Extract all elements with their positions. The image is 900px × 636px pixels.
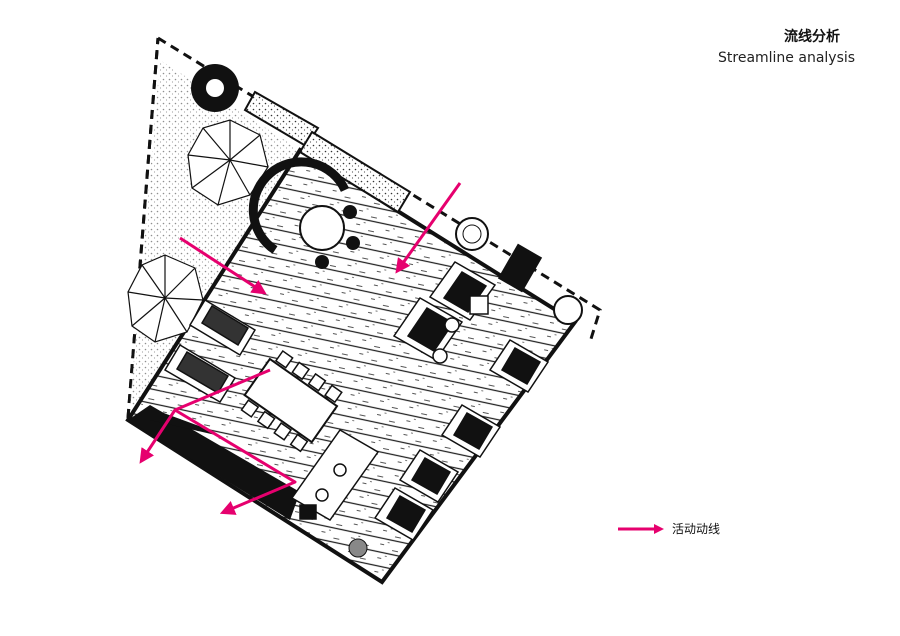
page-title-chinese: 流线分析 bbox=[784, 29, 840, 45]
legend: 活动动线 bbox=[618, 520, 720, 537]
dining-table bbox=[240, 349, 343, 453]
legend-arrow-icon bbox=[618, 523, 664, 534]
umbrella-icon bbox=[127, 254, 204, 343]
page-title-english: Streamline analysis bbox=[718, 50, 856, 66]
terrace bbox=[125, 147, 578, 585]
round-bar bbox=[248, 157, 360, 269]
flow-arrow-bottom bbox=[174, 408, 297, 515]
flow-arrow-left bbox=[179, 236, 267, 295]
planter-boxes bbox=[243, 90, 412, 214]
shrub-icon bbox=[348, 217, 583, 558]
dark-edge bbox=[128, 405, 300, 520]
sunbeds-upper bbox=[392, 261, 497, 364]
lounge-seating-left bbox=[163, 298, 257, 404]
tree-icon bbox=[191, 64, 239, 112]
flow-arrows bbox=[139, 182, 462, 515]
sunbeds-lower bbox=[373, 448, 460, 542]
flow-arrow-top bbox=[395, 182, 462, 274]
legend-label: 活动动线 bbox=[672, 522, 721, 536]
sunbeds-middle bbox=[440, 338, 550, 459]
umbrella-icon bbox=[187, 119, 269, 206]
bar-counter bbox=[290, 429, 380, 521]
